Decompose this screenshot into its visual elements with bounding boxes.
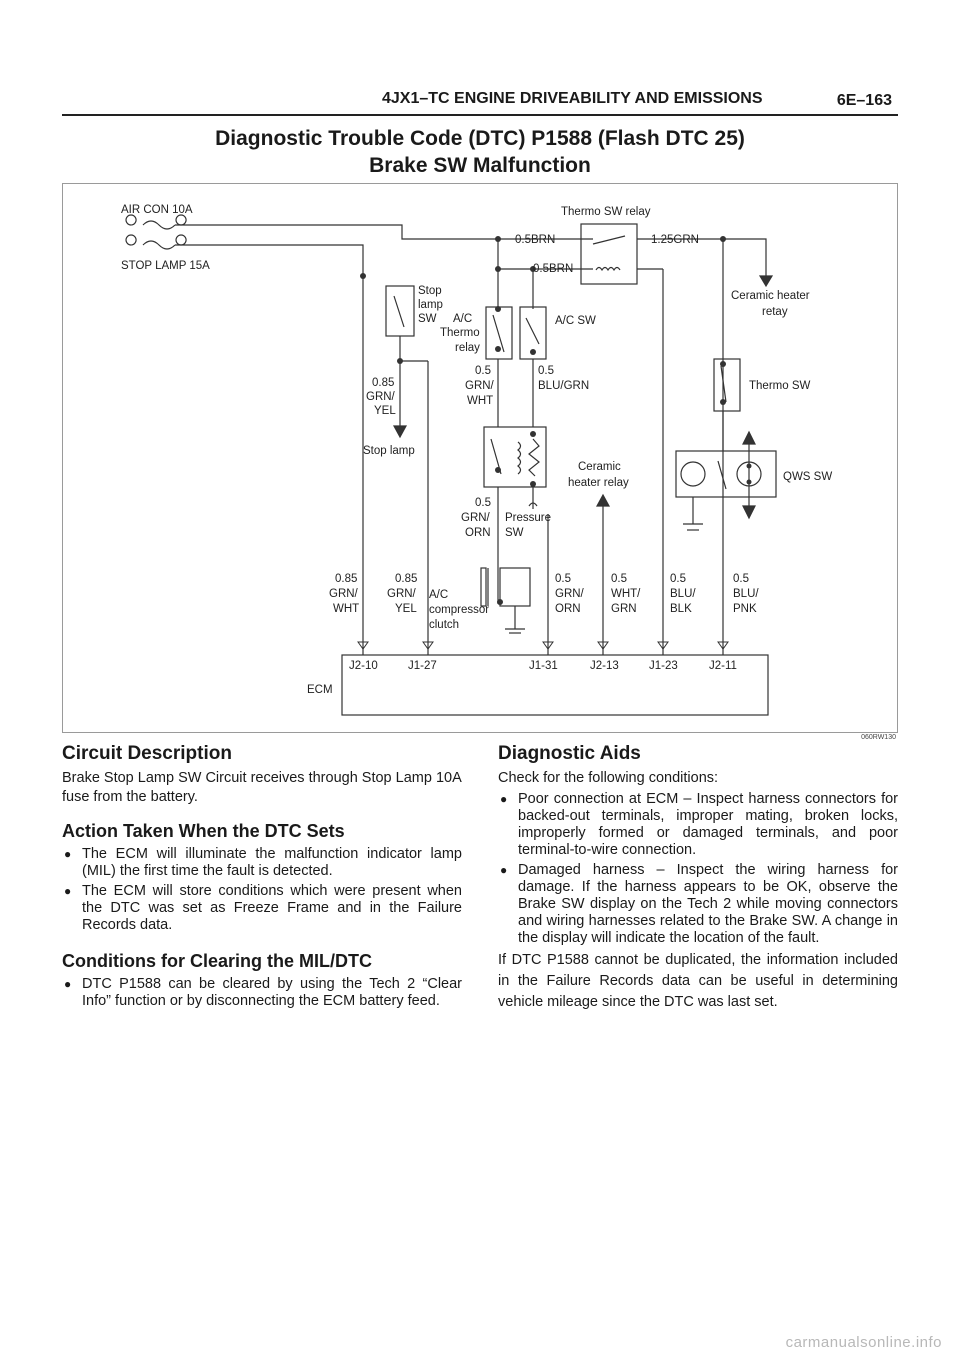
- bottom-wire-1-line3: WHT: [333, 603, 359, 615]
- diagnostic-aids-list: ●Poor connection at ECM – Inspect harnes…: [498, 791, 898, 947]
- bottom-wire-6-line1: 0.5: [733, 573, 749, 585]
- bottom-wire-3-line3: ORN: [555, 603, 581, 615]
- ac-compressor-clutch-line1: A/C: [429, 589, 448, 601]
- pin-j2-13: J2-13: [590, 660, 619, 672]
- title-line-2: Brake SW Malfunction: [369, 154, 591, 177]
- bottom-wire-1-line1: 0.85: [335, 573, 357, 585]
- ac-compressor-clutch-line3: clutch: [429, 619, 459, 631]
- bottom-wire-2-line2: GRN/: [387, 588, 417, 600]
- bottom-wire-3-line2: GRN/: [555, 588, 585, 600]
- wiring-diagram: AIR CON 10A STOP LAMP 15A Thermo SW rela…: [62, 183, 898, 733]
- thermo-sw-label: Thermo SW: [749, 380, 810, 392]
- list-item: ●Damaged harness – Inspect the wiring ha…: [500, 862, 898, 946]
- right-column: Diagnostic Aids Check for the following …: [498, 742, 898, 1013]
- left-column: Circuit Description Brake Stop Lamp SW C…: [62, 742, 462, 1013]
- list-item: ●Poor connection at ECM – Inspect harnes…: [500, 791, 898, 858]
- conditions-clearing-list: ●DTC P1588 can be cleared by using the T…: [62, 976, 462, 1010]
- figure-id: 060RW130: [861, 734, 896, 741]
- page-number: 6E–163: [836, 92, 892, 109]
- page-title: Diagnostic Trouble Code (DTC) P1588 (Fla…: [62, 125, 898, 179]
- watermark: carmanualsonline.info: [785, 1334, 942, 1351]
- diagnostic-aids-intro: Check for the following conditions:: [498, 770, 719, 786]
- circuit-description-heading: Circuit Description: [62, 743, 232, 764]
- bottom-wire-5-line3: BLK: [670, 603, 692, 615]
- fuse-aircon-symbol: [125, 214, 187, 230]
- stop-lamp-sw-line2: lamp: [418, 299, 443, 311]
- bottom-wire-4-line1: 0.5: [611, 573, 627, 585]
- page-header: 4JX1–TC ENGINE DRIVEABILITY AND EMISSION…: [62, 88, 898, 116]
- wire-grn-orn-mid-line2: GRN/: [461, 512, 491, 524]
- bottom-wire-6-line3: PNK: [733, 603, 757, 615]
- wire-blu-grn-line2: BLU/GRN: [538, 380, 589, 392]
- qws-sw-label: QWS SW: [783, 471, 832, 483]
- ceramic-heater-relay-line1: Ceramic: [578, 461, 621, 473]
- fuse-stoplamp-symbol: [125, 234, 187, 250]
- ac-thermo-relay-line3: relay: [455, 342, 480, 354]
- ceramic-heater-relay-line2: heater relay: [568, 477, 629, 489]
- list-item: ●DTC P1588 can be cleared by using the T…: [64, 976, 462, 1009]
- bottom-wire-5-line2: BLU/: [670, 588, 696, 600]
- wire-05brn-b-label: 0.5BRN: [533, 263, 573, 275]
- wire-125grn-label: 1.25GRN: [651, 234, 699, 246]
- wire-grn-yel-top-line1: 0.85: [372, 377, 394, 389]
- ceramic-heater-retay-line1: Ceramic heater: [731, 290, 810, 302]
- thermo-sw-relay-label: Thermo SW relay: [561, 206, 651, 218]
- fuse-aircon-label: AIR CON 10A: [121, 204, 193, 216]
- diagnostic-aids-closing: If DTC P1588 cannot be duplicated, the i…: [498, 952, 898, 1010]
- pin-j1-23: J1-23: [649, 660, 678, 672]
- conditions-clearing-heading: Conditions for Clearing the MIL/DTC: [62, 951, 372, 971]
- fuse-stoplamp-label: STOP LAMP 15A: [121, 260, 210, 272]
- pin-j1-27: J1-27: [408, 660, 437, 672]
- bottom-wire-2-line1: 0.85: [395, 573, 417, 585]
- ceramic-heater-retay-line2: retay: [762, 306, 788, 318]
- wiring-diagram-svg: AIR CON 10A STOP LAMP 15A Thermo SW rela…: [121, 204, 832, 716]
- title-line-1: Diagnostic Trouble Code (DTC) P1588 (Fla…: [215, 127, 745, 150]
- pressure-sw-line2: SW: [505, 527, 524, 539]
- bottom-wire-4-line2: WHT/: [611, 588, 641, 600]
- pin-j2-11: J2-11: [709, 660, 737, 672]
- bottom-wire-3-line1: 0.5: [555, 573, 571, 585]
- action-taken-heading: Action Taken When the DTC Sets: [62, 821, 345, 841]
- list-item: ●The ECM will illuminate the malfunction…: [64, 846, 462, 879]
- wire-grn-yel-top-line2: GRN/: [366, 391, 396, 403]
- bottom-wire-5-line1: 0.5: [670, 573, 686, 585]
- wire-grn-wht-mid-line2: GRN/: [465, 380, 495, 392]
- bottom-wire-2-line3: YEL: [395, 603, 417, 615]
- wire-grn-yel-top-line3: YEL: [374, 405, 396, 417]
- wire-blu-grn-line1: 0.5: [538, 365, 554, 377]
- ecm-label: ECM: [307, 684, 333, 696]
- ac-thermo-relay-line1: A/C: [453, 313, 472, 325]
- circuit-description-text: Brake Stop Lamp SW Circuit receives thro…: [62, 770, 461, 805]
- action-taken-list: ●The ECM will illuminate the malfunction…: [62, 846, 462, 934]
- stop-lamp-label: Stop lamp: [363, 445, 415, 457]
- pressure-sw-line1: Pressure: [505, 512, 551, 524]
- pin-j2-10: J2-10: [349, 660, 378, 672]
- wire-grn-wht-mid-line1: 0.5: [475, 365, 491, 377]
- ac-sw-label: A/C SW: [555, 315, 596, 327]
- wire-grn-wht-mid-line3: WHT: [467, 395, 493, 407]
- pin-j1-31: J1-31: [529, 660, 558, 672]
- wire-grn-orn-mid-line1: 0.5: [475, 497, 491, 509]
- section-title: 4JX1–TC ENGINE DRIVEABILITY AND EMISSION…: [382, 90, 763, 107]
- wire-grn-orn-mid-line3: ORN: [465, 527, 491, 539]
- ac-compressor-clutch-line2: compressor: [429, 604, 489, 616]
- wire-05brn-a-label: 0.5BRN: [515, 234, 555, 246]
- stop-lamp-sw-line3: SW: [418, 313, 437, 325]
- bottom-wire-1-line2: GRN/: [329, 588, 359, 600]
- bottom-wire-6-line2: BLU/: [733, 588, 759, 600]
- bottom-wire-4-line3: GRN: [611, 603, 637, 615]
- list-item: ●The ECM will store conditions which wer…: [64, 883, 462, 933]
- stop-lamp-sw-line1: Stop: [418, 285, 442, 297]
- diagnostic-aids-heading: Diagnostic Aids: [498, 743, 641, 764]
- ac-thermo-relay-line2: Thermo: [440, 327, 480, 339]
